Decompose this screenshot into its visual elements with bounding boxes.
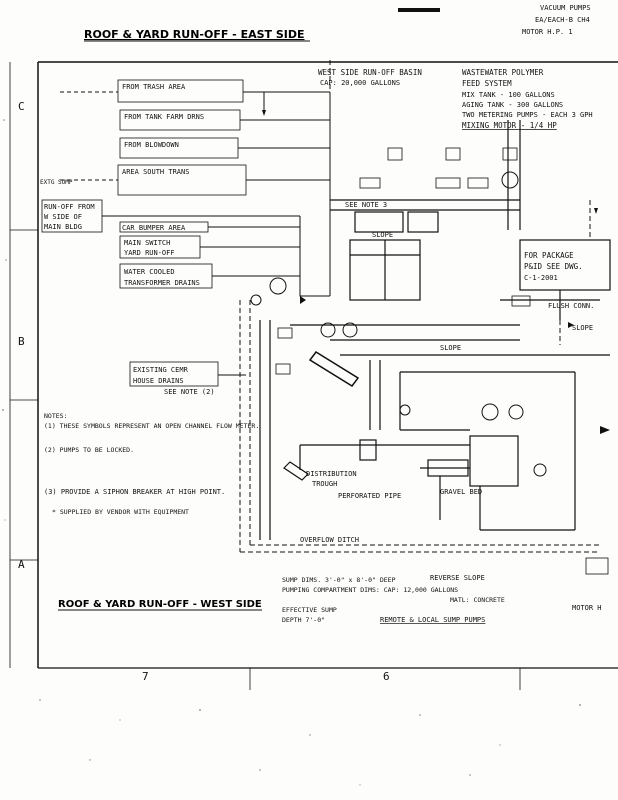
label-metering-pumps: TWO METERING PUMPS - EACH 3 GPH (462, 111, 593, 119)
label-car-bumper: CAR BUMPER AREA (122, 224, 186, 232)
border-number-6: 6 (383, 670, 390, 683)
label-see-note-2: SEE NOTE (2) (164, 388, 215, 396)
main-piping (259, 120, 611, 540)
label-matl-concrete: MATL: CONCRETE (450, 596, 505, 604)
flow-arrows (262, 110, 610, 434)
label-main-switch: MAIN SWITCH (124, 239, 170, 247)
feed-lines (60, 91, 331, 376)
corner-vacuum-pumps: VACUUM PUMPS (540, 4, 591, 12)
label-see-note-3: SEE NOTE 3 (345, 201, 387, 209)
label-distribution: DISTRIBUTION (306, 470, 357, 478)
label-existing-roof: EXISTING CEMR (133, 366, 189, 374)
title-west-side: ROOF & YARD RUN-OFF - WEST SIDE (58, 599, 262, 610)
label-from-trash-area: FROM TRASH AREA (122, 83, 186, 91)
border-number-7: 7 (142, 670, 149, 683)
label-extg-sump: EXTG SUMP (40, 179, 73, 186)
label-area-south-trans: AREA SOUTH TRANS (122, 168, 189, 176)
corner-each: EA/EACH-B CH4 (535, 16, 590, 24)
label-slope-1: SLOPE (372, 231, 393, 239)
label-from-tank-farm: FROM TANK FARM DRNS (124, 113, 204, 121)
label-slope-2: SLOPE (572, 324, 593, 332)
label-transformer-drains: TRANSFORMER DRAINS (124, 279, 200, 287)
label-p-id-see: P&ID SEE DWG. (524, 262, 583, 271)
label-runoff-from: RUN-OFF FROM (44, 203, 95, 211)
label-yard-runoff: YARD RUN-OFF (124, 249, 175, 257)
distribution-trough-shape (308, 351, 360, 387)
note-4: * SUPPLIED BY VENDOR WITH EQUIPMENT (52, 508, 189, 516)
note-2: (2) PUMPS TO BE LOCKED. (44, 446, 134, 454)
overflow-lines (239, 60, 600, 553)
note-3: (3) PROVIDE A SIPHON BREAKER AT HIGH POI… (44, 488, 225, 496)
border-letter-c: C (18, 100, 25, 113)
border-letter-a: A (18, 558, 25, 571)
scan-noise (2, 119, 581, 786)
label-mix-tank: MIX TANK - 100 GALLONS (462, 91, 555, 99)
label-w-side-of: W SIDE OF (44, 213, 82, 221)
label-dwg-no: C-1-2001 (524, 274, 558, 282)
label-sump-pumps: REMOTE & LOCAL SUMP PUMPS (380, 616, 485, 624)
label-polymer: WASTEWATER POLYMER (462, 68, 544, 77)
label-for-package: FOR PACKAGE (524, 251, 574, 260)
label-gravel-bed: GRAVEL BED (440, 488, 482, 496)
label-cap-gallons: CAP: 20,000 GALLONS (320, 79, 400, 87)
title-east-side: ROOF & YARD RUN-OFF - EAST SIDE (84, 28, 305, 41)
label-aging-tank: AGING TANK - 300 GALLONS (462, 101, 563, 109)
label-effective-sump: EFFECTIVE SUMP (282, 606, 337, 614)
label-reverse-slope: REVERSE SLOPE (430, 574, 485, 582)
label-sump-dims: SUMP DIMS. 3'-0" x 8'-0" DEEP (282, 576, 396, 584)
label-slope-3: SLOPE (440, 344, 461, 352)
border-letter-b: B (18, 335, 25, 348)
instruments (250, 171, 547, 477)
label-flush-conn: FLUSH CONN. (548, 302, 594, 310)
label-mixing-motor: MIXING MOTOR - 1/4 HP (462, 121, 557, 130)
label-water-cooled: WATER COOLED (124, 268, 175, 276)
label-house-drains: HOUSE DRAINS (133, 377, 184, 385)
instrument-tags (275, 147, 609, 575)
label-depth: DEPTH 7'-0" (282, 616, 325, 624)
source-labels: FROM TRASH AREA FROM TANK FARM DRNS FROM… (40, 79, 247, 396)
label-trough: TROUGH (312, 480, 337, 488)
label-feed-system: FEED SYSTEM (462, 79, 512, 88)
corner-motor-hp: MOTOR H.P. 1 (522, 28, 573, 36)
label-main-bldg: MAIN BLDG (44, 223, 82, 231)
label-pumping-compartment: PUMPING COMPARTMENT DIMS: CAP: 12,000 GA… (282, 586, 458, 594)
label-overflow-ditch: OVERFLOW DITCH (300, 536, 359, 544)
note-1: (1) THESE SYMBOLS REPRESENT AN OPEN CHAN… (44, 422, 259, 430)
label-from-blowdown: FROM BLOWDOWN (124, 141, 179, 149)
label-motor-hp: MOTOR H (572, 604, 602, 612)
notes-heading: NOTES: (44, 412, 67, 420)
label-perforated-pipe: PERFORATED PIPE (338, 492, 401, 500)
label-west-side-basin: WEST SIDE RUN-OFF BASIN (318, 68, 422, 77)
